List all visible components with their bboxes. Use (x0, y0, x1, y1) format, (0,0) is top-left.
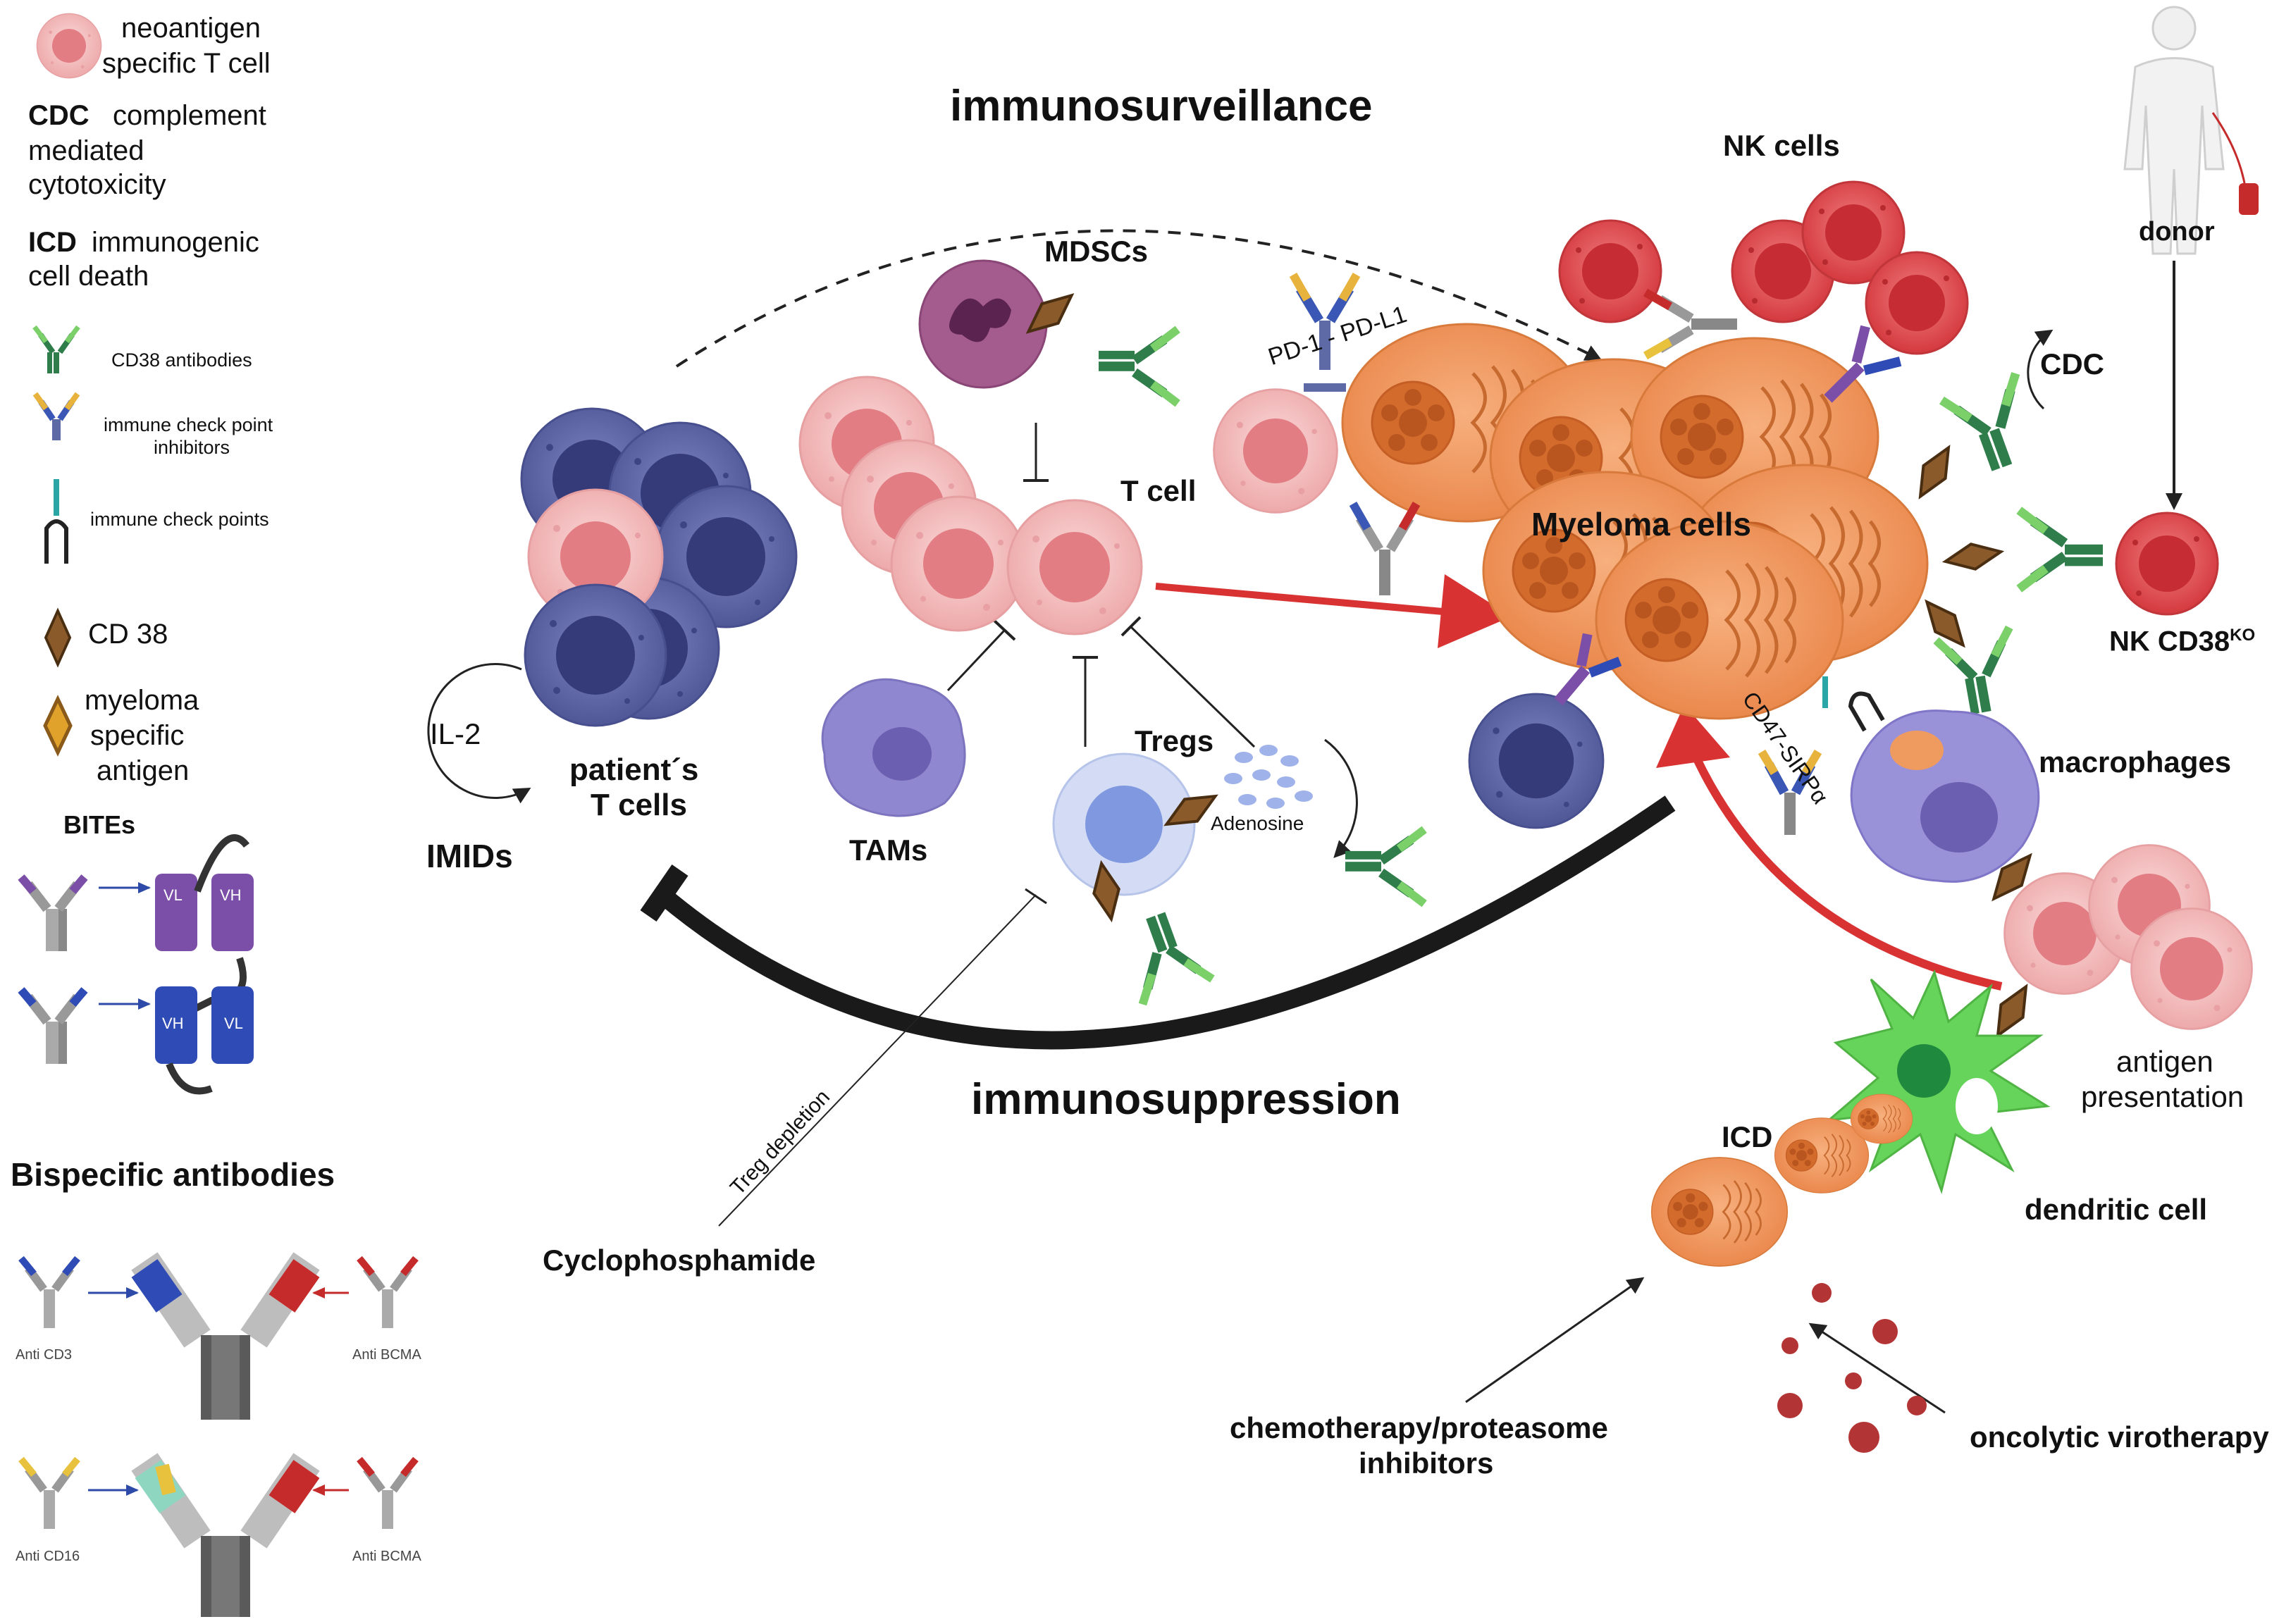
label-anti-cd16: Anti CD16 (16, 1549, 80, 1564)
myeloma-antigen-icon (43, 695, 73, 757)
checkpoint-icon (44, 479, 68, 564)
bispecific-diagram-2 (18, 1453, 419, 1617)
label-macrophages: macrophages (2039, 745, 2232, 779)
nk-cd38ko-cell (2115, 512, 2219, 616)
chemo-arrow (1465, 1277, 1645, 1403)
adenosine-dots (1224, 745, 1313, 809)
legend-icd-abbr: ICD (28, 227, 77, 258)
bite-vh-2: VH (162, 1015, 184, 1032)
cd38-icon (44, 609, 71, 666)
label-cdc: CDC (2040, 347, 2104, 380)
nk-cd38-text: NK CD38 (2109, 626, 2230, 657)
legend-neoantigen-line1: neoantigen (121, 13, 261, 44)
label-myeloma-cells: Myeloma cells (1531, 506, 1751, 543)
label-icd: ICD (1722, 1120, 1773, 1153)
legend-cdc-abbr: CDC (28, 100, 89, 131)
label-anti-bcma-1: Anti BCMA (352, 1347, 421, 1363)
mdsc-cell (918, 259, 1048, 389)
patient-t-cells-cluster (520, 407, 798, 727)
label-il2: IL-2 (430, 717, 481, 750)
bite-diagram (18, 834, 254, 1095)
label-imids: IMIDs (426, 838, 513, 874)
tcell-to-myeloma-arrow (1155, 583, 1459, 616)
legend-myeloma-antigen-2: specific (90, 720, 185, 751)
bite-vl-2: VL (224, 1015, 243, 1032)
label-patient-t-cells-2: T cells (591, 788, 687, 822)
bispecific-diagram-1 (18, 1252, 419, 1420)
tam-cell (821, 678, 966, 817)
label-chemotherapy-1: chemotherapy/proteasome (1230, 1411, 1608, 1444)
label-anti-bcma-2: Anti BCMA (352, 1549, 421, 1564)
cyclophosphamide-line (718, 894, 1037, 1227)
immunosurveillance-arc (675, 229, 1603, 368)
label-cyclophosphamide: Cyclophosphamide (543, 1244, 816, 1277)
legend-myeloma-antigen-1: myeloma (85, 685, 199, 716)
legend-checkpoint-inhibitors-1: immune check point (104, 414, 273, 435)
legend-cdc-line2: mediated (28, 135, 144, 166)
legend-cdc-line3: cytotoxicity (28, 169, 166, 200)
icd-fragments (1650, 1093, 1913, 1267)
neoantigen-t-cell-icon (36, 13, 102, 79)
checkpoint-inhibitor-icon (32, 392, 80, 440)
label-tregs: Tregs (1135, 724, 1214, 757)
label-immunosurveillance: immunosurveillance (950, 82, 1373, 130)
label-mdscs: MDSCs (1044, 235, 1149, 268)
t-cell-group (798, 376, 1143, 636)
nk-cd38-superscript: KO (2230, 626, 2256, 645)
label-donor: donor (2139, 217, 2215, 247)
bites-title: BITEs (63, 810, 136, 839)
label-adenosine: Adenosine (1211, 812, 1304, 834)
bite-vl-1: VL (163, 886, 183, 904)
antigen-presentation-arrow (1687, 745, 2003, 991)
legend-myeloma-antigen-3: antigen (97, 755, 190, 786)
legend-checkpoints: immune check points (90, 509, 269, 530)
label-antigen-presentation-1: antigen (2116, 1045, 2213, 1078)
label-dendritic-cell: dendritic cell (2025, 1193, 2208, 1226)
dendritic-cell (1825, 969, 2051, 1195)
bispecific-title: Bispecific antibodies (11, 1156, 335, 1193)
label-antigen-presentation-2: presentation (2081, 1080, 2244, 1113)
label-t-cell: T cell (1120, 474, 1197, 507)
label-oncolytic: oncolytic virotherapy (1970, 1420, 2269, 1453)
blue-t-cell (1468, 693, 1605, 829)
immunosuppression-arc (656, 795, 1676, 1050)
label-nk-cd38: NK CD38KO (2109, 626, 2255, 657)
oncolytic-viruses (1777, 1283, 1927, 1453)
bite-vh-1: VH (220, 886, 242, 904)
macrophage-cell (1850, 709, 2040, 883)
label-anti-cd3: Anti CD3 (16, 1347, 73, 1363)
legend-icd-line2: cell death (28, 261, 149, 292)
donor-figure (2123, 6, 2259, 255)
label-chemotherapy-2: inhibitors (1359, 1446, 1494, 1480)
legend-cd38: CD 38 (88, 619, 168, 650)
antigen-presentation-cells (2003, 844, 2253, 1030)
legend-icd-line1: immunogenic (92, 227, 259, 258)
cd38-antibody-icon (35, 327, 78, 373)
legend-neoantigen-line2: specific T cell (102, 48, 271, 79)
label-patient-t-cells-1: patient´s (569, 752, 699, 787)
label-tams: TAMs (849, 833, 928, 867)
pd1-t-cell (1213, 388, 1338, 514)
treg-cell (1052, 752, 1196, 896)
legend-cd38-antibodies: CD38 antibodies (111, 349, 252, 371)
label-nk-cells: NK cells (1723, 129, 1840, 162)
label-immunosuppression: immunosuppression (971, 1075, 1401, 1124)
nk-cells (1558, 180, 1969, 355)
legend-checkpoint-inhibitors-2: inhibitors (154, 437, 230, 458)
legend-cdc-line1: complement (113, 100, 266, 131)
